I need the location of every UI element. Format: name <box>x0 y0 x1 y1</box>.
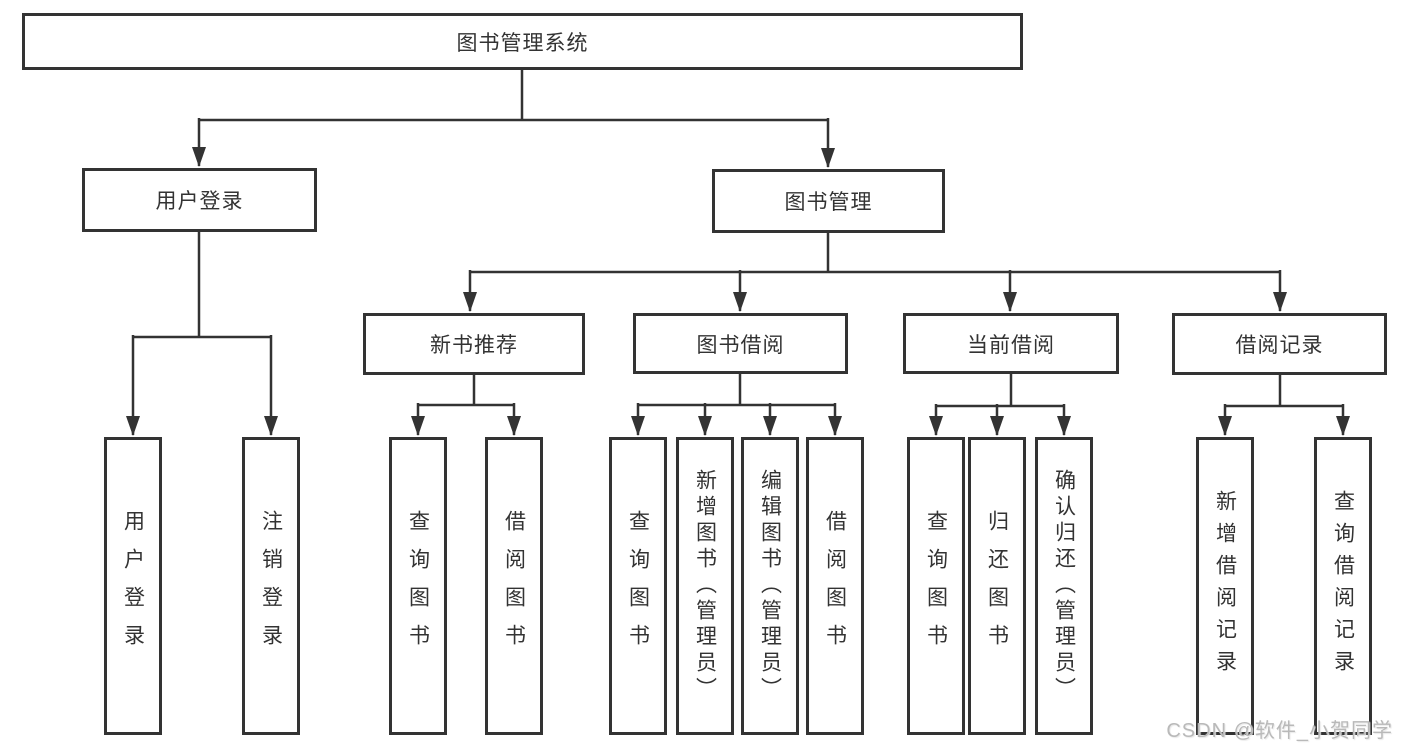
leaf-add-borrow-record: 新增借阅记录 <box>1196 437 1254 735</box>
node-borrow-records: 借阅记录 <box>1172 313 1387 375</box>
node-new-book-recommend: 新书推荐 <box>363 313 585 375</box>
node-book-borrow: 图书借阅 <box>633 313 848 374</box>
node-label: 注销登录 <box>259 510 283 662</box>
leaf-borrow-books-recommend: 借阅图书 <box>485 437 543 735</box>
leaf-edit-books-admin: 编辑图书（管理员） <box>741 437 799 735</box>
node-label: 借阅图书 <box>502 510 526 662</box>
node-label: 图书管理 <box>784 191 873 214</box>
leaf-query-books-borrow: 查询图书 <box>609 437 667 735</box>
node-label: 查询借阅记录 <box>1331 490 1355 682</box>
node-label: 图书管理系统 <box>456 31 589 55</box>
node-label: 新书推荐 <box>430 334 518 357</box>
node-label: 用户登录 <box>155 190 244 213</box>
leaf-logout-login: 注销登录 <box>242 437 300 735</box>
node-label: 新增图书（管理员） <box>693 469 717 703</box>
node-label: 新增借阅记录 <box>1213 490 1237 682</box>
node-current-borrow: 当前借阅 <box>903 313 1119 374</box>
node-user-login: 用户登录 <box>82 168 317 232</box>
node-label: 查询图书 <box>626 510 650 662</box>
leaf-confirm-return-admin: 确认归还（管理员） <box>1035 437 1093 735</box>
node-label: 借阅记录 <box>1235 334 1324 357</box>
node-label: 图书借阅 <box>696 333 785 357</box>
leaf-query-books-current: 查询图书 <box>907 437 965 735</box>
leaf-user-login: 用户登录 <box>104 437 162 735</box>
node-label: 查询图书 <box>924 510 948 662</box>
node-label: 归还图书 <box>985 510 1009 662</box>
leaf-add-books-admin: 新增图书（管理员） <box>676 437 734 735</box>
node-label: 用户登录 <box>121 510 145 662</box>
node-book-management: 图书管理 <box>712 169 945 233</box>
node-label: 编辑图书（管理员） <box>758 469 782 703</box>
node-label: 当前借阅 <box>967 333 1055 357</box>
leaf-return-books: 归还图书 <box>968 437 1026 735</box>
leaf-borrow-books: 借阅图书 <box>806 437 864 735</box>
node-label: 确认归还（管理员） <box>1052 469 1076 703</box>
leaf-query-borrow-record: 查询借阅记录 <box>1314 437 1372 735</box>
leaf-query-books-recommend: 查询图书 <box>389 437 447 735</box>
node-label: 查询图书 <box>406 510 430 662</box>
node-label: 借阅图书 <box>823 510 847 662</box>
csdn-watermark: CSDN @软件_小贺同学 <box>1166 720 1393 742</box>
node-library-management-system: 图书管理系统 <box>22 13 1023 70</box>
